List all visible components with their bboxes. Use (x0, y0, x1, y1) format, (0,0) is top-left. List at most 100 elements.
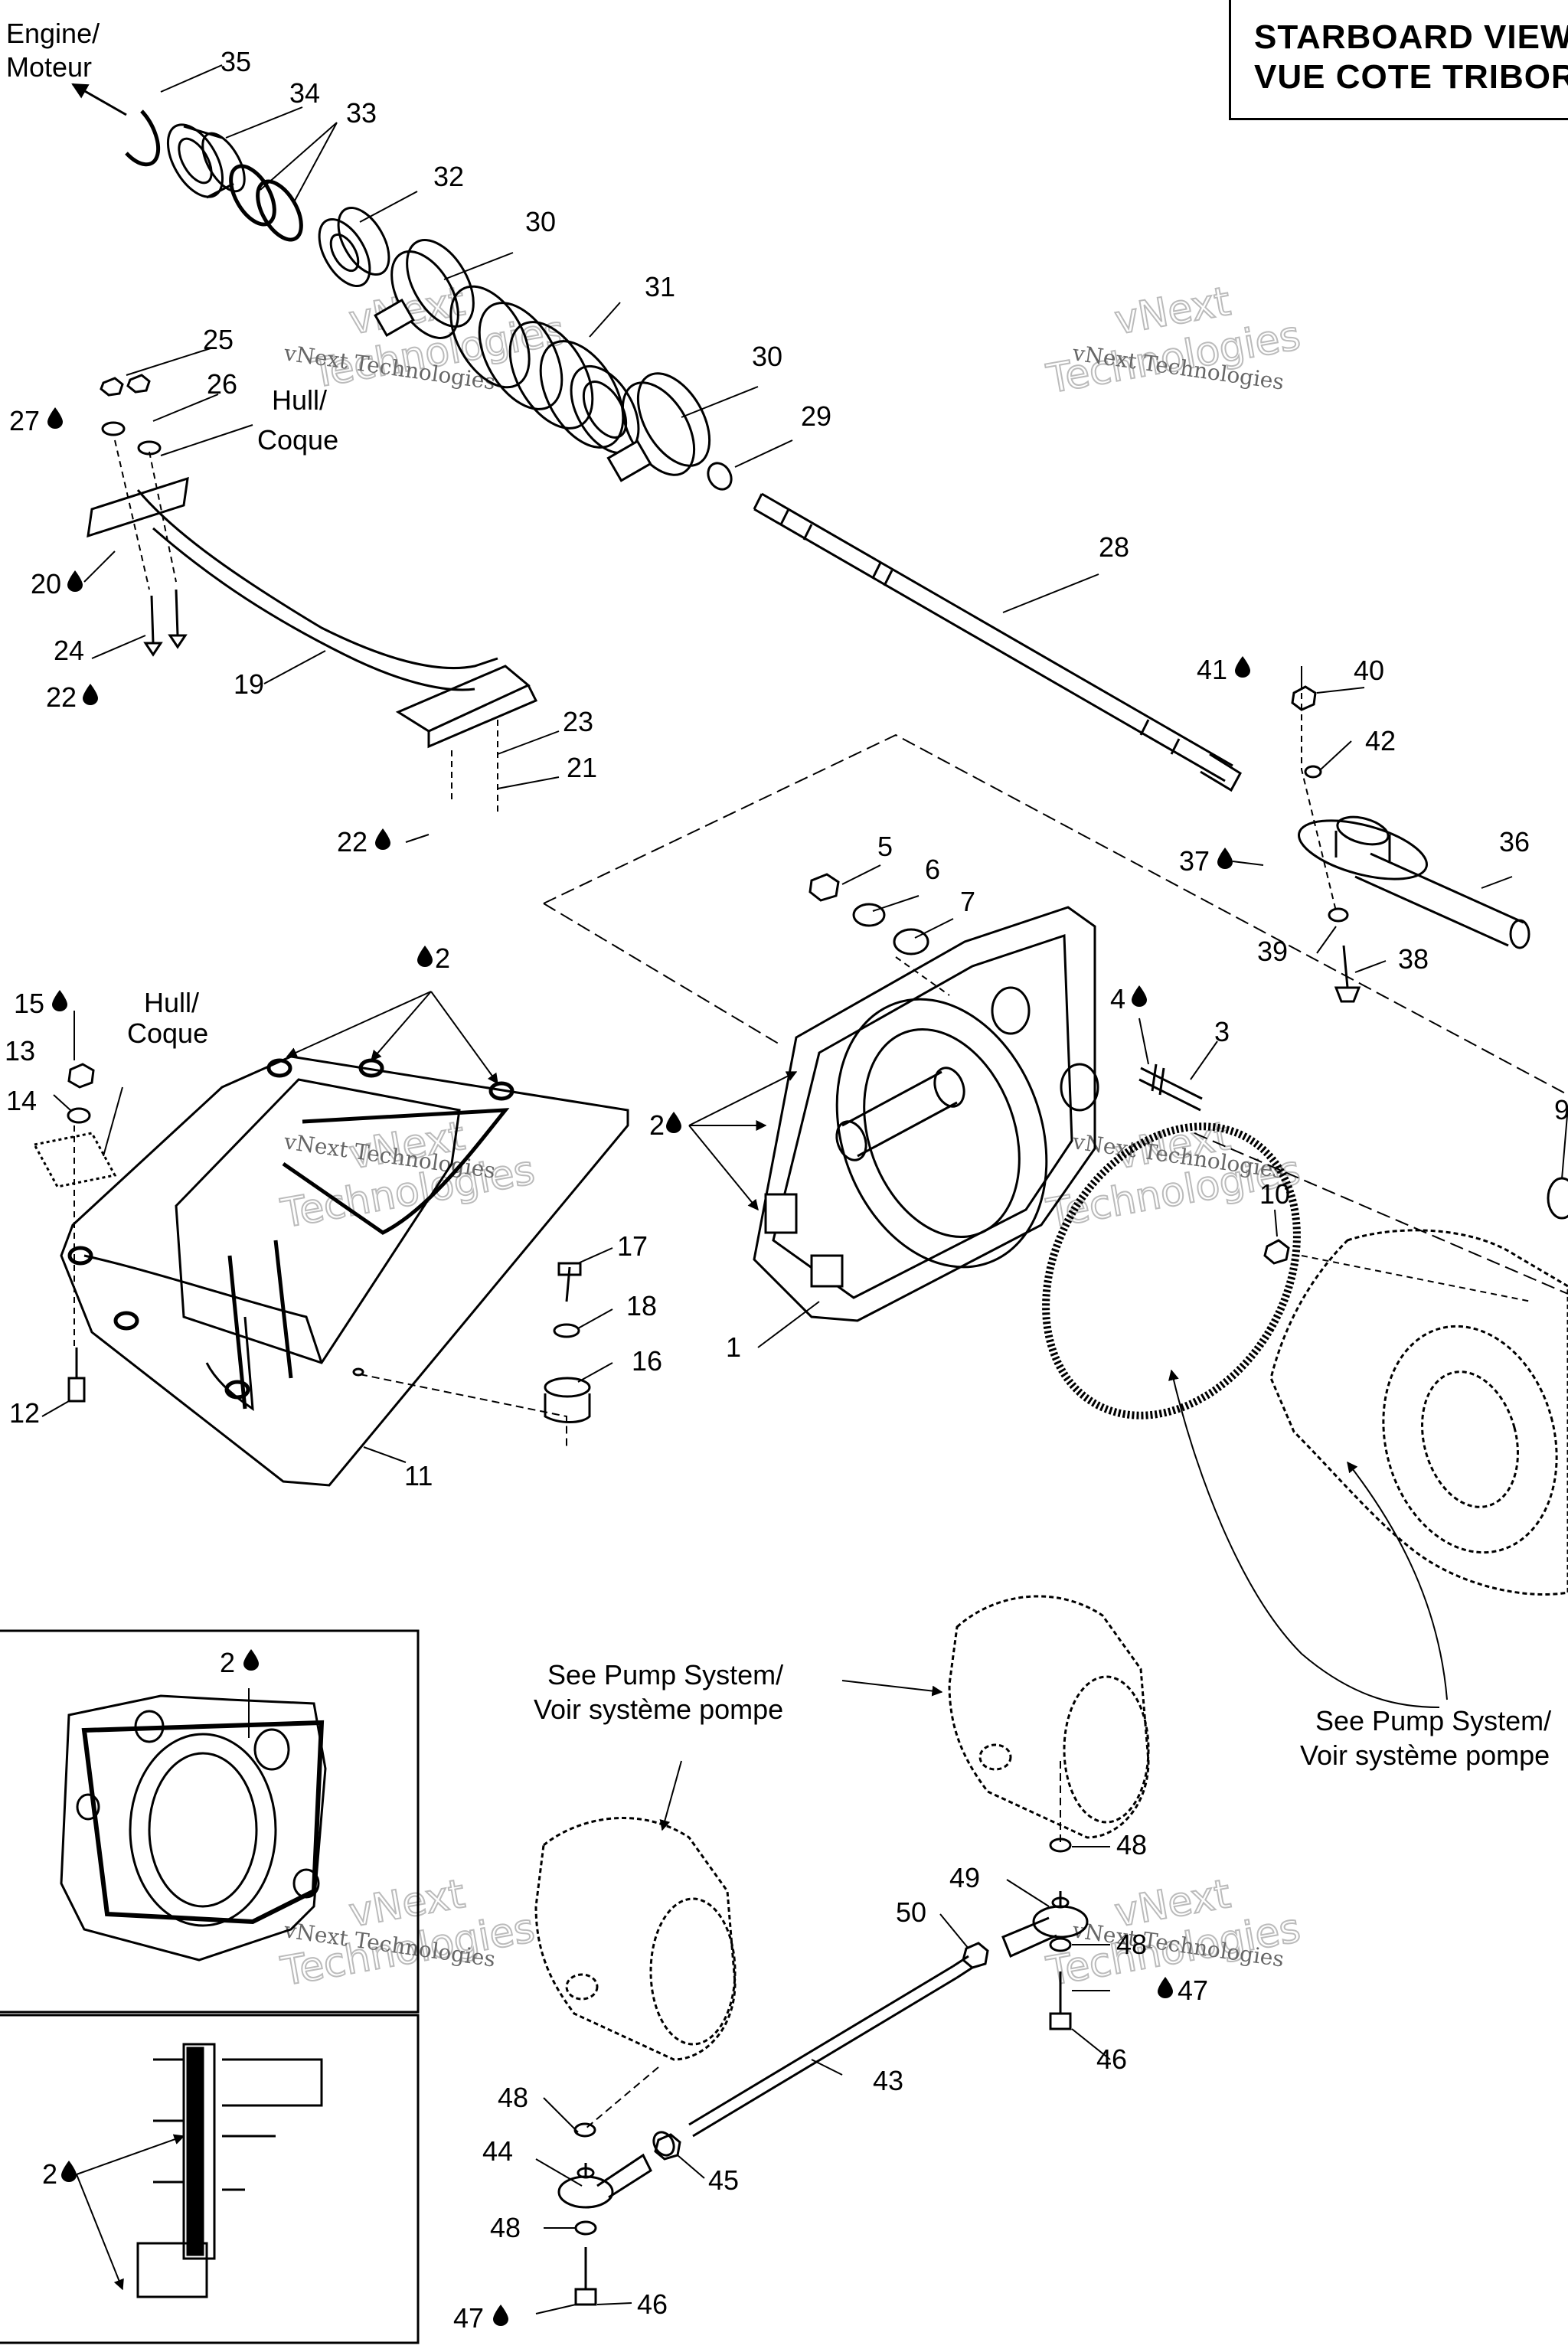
callout-2d: 2 (42, 2158, 57, 2190)
pump-module-upper (948, 1595, 1150, 1839)
lube-drop-47a (1158, 1977, 1173, 1998)
callout-10: 10 (1259, 1178, 1290, 1210)
lube-drop-22a (83, 684, 98, 705)
callout-47a: 47 (1178, 1975, 1208, 2006)
callout-46b: 46 (637, 2288, 668, 2320)
lube-drop-27 (47, 407, 63, 429)
bolt-46b (574, 2247, 597, 2306)
callout-16: 16 (632, 1345, 662, 1377)
engine-note: Engine/ (6, 18, 100, 49)
callout-2a: 2 (649, 1109, 665, 1141)
seal-carrier-34 (166, 123, 246, 199)
lube-drop-41 (1235, 656, 1250, 678)
washer-9 (1547, 1177, 1568, 1220)
callout-38: 38 (1398, 943, 1429, 975)
callout-28: 28 (1099, 531, 1129, 563)
o-ring-33a (229, 164, 276, 227)
lube-drop-2b (417, 946, 433, 967)
screw-12 (67, 1348, 86, 1403)
cover-housing-1 (753, 906, 1099, 1322)
nuts-25-26 (100, 374, 162, 456)
callout-29: 29 (801, 400, 831, 432)
hull-plate-11 (60, 1055, 629, 1487)
callout-23: 23 (563, 706, 593, 737)
linkage-rod-43 (652, 1955, 973, 2157)
hull-note-left-2: Coque (127, 1018, 208, 1049)
lube-drop-2a (666, 1112, 681, 1133)
hull-note-left: Hull/ (144, 987, 199, 1018)
callout-30a: 30 (525, 206, 556, 237)
lube-drop-22b (375, 828, 390, 850)
inset-frame-2 (0, 2014, 420, 2344)
callout-48a: 48 (1116, 1829, 1147, 1860)
bolt-46a (1049, 1971, 1072, 2030)
callout-41: 41 (1197, 654, 1227, 685)
circlip-35 (125, 109, 161, 167)
stud-3 (1138, 1063, 1203, 1112)
callout-9: 9 (1554, 1094, 1568, 1125)
callout-32: 32 (433, 161, 464, 192)
callout-2b: 2 (435, 942, 450, 974)
hull-note-top-2: Coque (257, 424, 338, 456)
callout-36: 36 (1499, 826, 1530, 858)
washer-42 (1304, 765, 1322, 779)
callout-26: 26 (207, 368, 237, 400)
leader-lines (41, 64, 1568, 2314)
notes: Engine/ Moteur Hull/ Coque Hull/ Coque S… (6, 18, 1551, 1771)
callout-17: 17 (617, 1230, 648, 1262)
callout-48c: 48 (498, 2082, 528, 2113)
pump-note-right: See Pump System/ (1315, 1705, 1551, 1736)
lube-drop-15 (52, 990, 67, 1011)
lube-drop-4 (1132, 985, 1147, 1007)
washer-7 (893, 928, 929, 956)
callouts: 35 34 33 32 30 31 30 29 25 26 27 20 24 2… (5, 46, 1568, 2334)
washer-48b (1049, 1937, 1072, 1952)
callout-45: 45 (708, 2164, 739, 2196)
nut-10 (1263, 1239, 1290, 1265)
callout-2c: 2 (220, 1647, 235, 1678)
lube-drop-47b (493, 2305, 508, 2326)
lube-drop-20 (67, 570, 83, 592)
callout-3: 3 (1214, 1016, 1230, 1047)
clamp-30-lower (606, 372, 711, 482)
callout-1: 1 (726, 1331, 741, 1363)
callout-5: 5 (877, 831, 893, 862)
inset-frame-1 (0, 1629, 420, 2014)
nut-50 (962, 1942, 989, 1969)
callout-34: 34 (289, 77, 320, 109)
bearing-32 (318, 206, 390, 288)
callout-20: 20 (31, 568, 61, 599)
callout-46a: 46 (1096, 2043, 1127, 2075)
callout-44: 44 (482, 2135, 513, 2167)
spacer-29 (707, 462, 733, 491)
stud-plate (32, 1132, 117, 1188)
o-ring-33b (256, 179, 303, 242)
screw-24b (168, 589, 188, 649)
nut-40 (1291, 685, 1317, 711)
washer-48c (573, 2122, 596, 2138)
callout-49: 49 (949, 1862, 980, 1893)
drive-shaft-28 (753, 492, 1242, 792)
callout-21: 21 (567, 752, 597, 783)
callout-7: 7 (960, 886, 975, 917)
callout-47b: 47 (453, 2302, 484, 2334)
washer-39 (1328, 907, 1349, 923)
callout-15: 15 (14, 988, 44, 1019)
engine-note-2: Moteur (6, 51, 92, 83)
callout-22a: 22 (46, 681, 77, 713)
callout-24: 24 (54, 635, 84, 666)
pump-note-left: See Pump System/ (547, 1659, 783, 1690)
callout-35: 35 (220, 46, 251, 77)
guard-36 (1298, 815, 1530, 949)
callout-25: 25 (203, 324, 234, 355)
mount-16-17-18 (544, 1262, 591, 1423)
pump-module-lower (534, 1817, 737, 2061)
callout-33: 33 (346, 97, 377, 129)
callout-31: 31 (645, 271, 675, 302)
support-bracket-19 (87, 476, 538, 749)
callout-11: 11 (404, 1460, 433, 1491)
nut-13 (67, 1063, 95, 1089)
inset-side-view (136, 2043, 323, 2298)
callout-18: 18 (626, 1290, 657, 1321)
callout-39: 39 (1257, 936, 1288, 967)
